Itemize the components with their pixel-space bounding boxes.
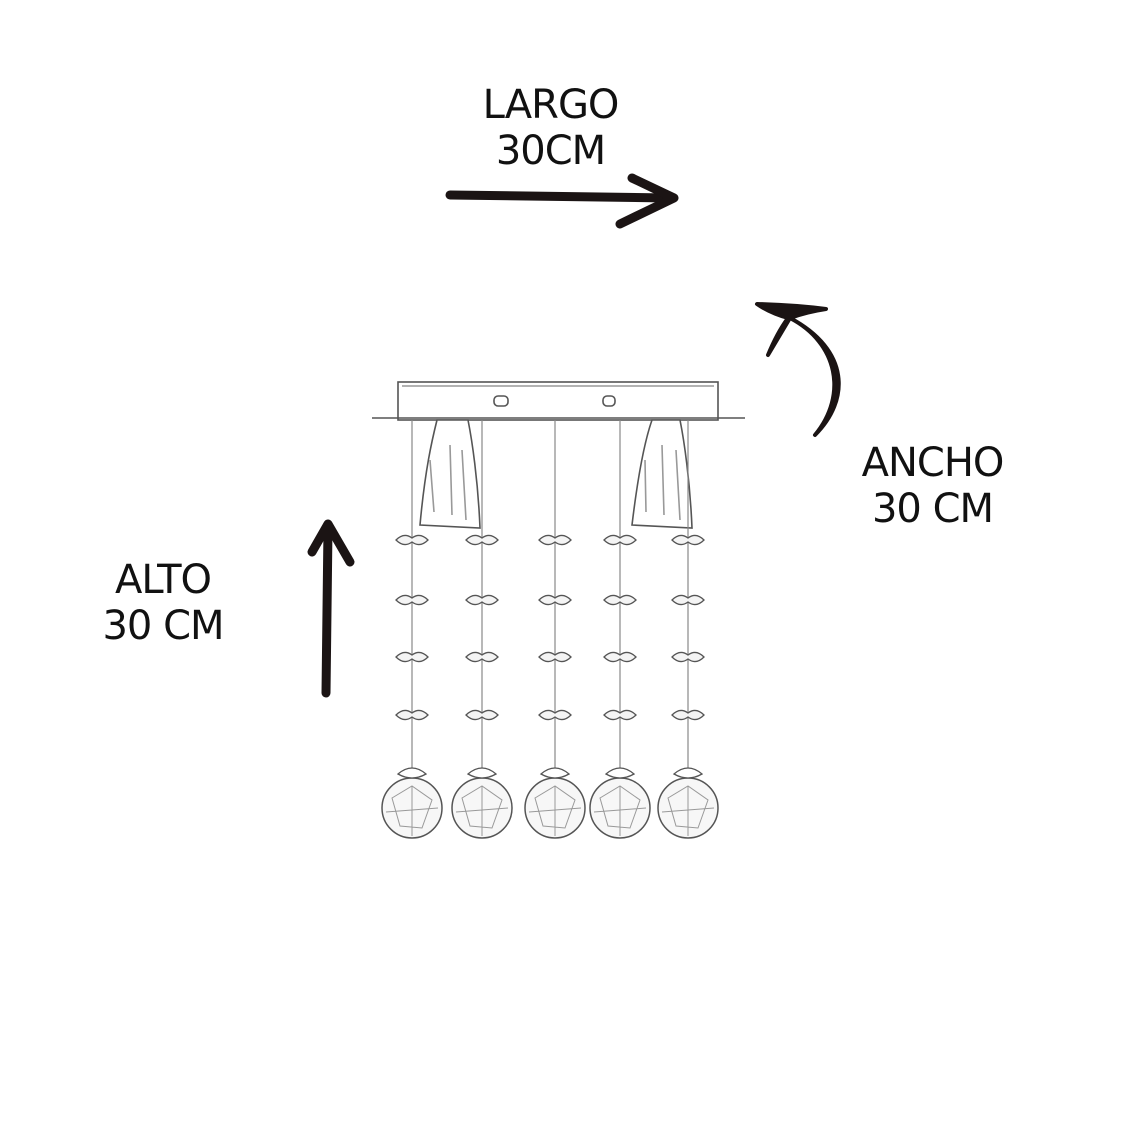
crystal-strands xyxy=(381,420,719,839)
spot-lamp-right-icon xyxy=(631,419,693,529)
spot-lamp-left-icon xyxy=(419,419,481,529)
largo-value: 30CM xyxy=(495,128,606,174)
crystal-bead-icon xyxy=(465,709,499,721)
crystal-bead-icon xyxy=(395,594,429,606)
crystal-facet-lines xyxy=(661,785,715,836)
crystal-facet-lines xyxy=(455,785,509,836)
crystal-cap-icon xyxy=(672,767,704,779)
crystal-bead-icon xyxy=(395,534,429,546)
ancho-label: ANCHO 30 CM xyxy=(840,440,1025,532)
crystal-strand xyxy=(524,420,586,839)
crystal-bead-icon xyxy=(538,594,572,606)
crystal-cap-icon xyxy=(396,767,428,779)
crystal-strand xyxy=(381,420,443,839)
largo-name: LARGO xyxy=(482,82,620,128)
crystal-bead-icon xyxy=(465,594,499,606)
crystal-bead-icon xyxy=(395,651,429,663)
crystal-bead-icon xyxy=(465,534,499,546)
crystal-strand xyxy=(657,420,719,839)
crystal-bead-icon xyxy=(603,709,637,721)
crystal-facet-lines xyxy=(593,785,647,836)
crystal-facet-lines xyxy=(385,785,439,836)
ancho-name: ANCHO xyxy=(861,440,1005,486)
alto-name: ALTO xyxy=(114,557,212,603)
alto-arrow-icon xyxy=(307,519,355,698)
largo-arrow-icon xyxy=(445,173,679,229)
crystal-cap-icon xyxy=(466,767,498,779)
crystal-bead-icon xyxy=(671,651,705,663)
crystal-facet-lines xyxy=(528,785,582,836)
crystal-bead-icon xyxy=(465,651,499,663)
crystal-bead-icon xyxy=(671,709,705,721)
alto-value: 30 CM xyxy=(102,603,224,649)
crystal-bead-icon xyxy=(603,651,637,663)
largo-label: LARGO 30CM xyxy=(448,82,653,174)
ceiling-plate xyxy=(372,381,745,421)
crystal-cap-icon xyxy=(604,767,636,779)
crystal-strand xyxy=(589,420,651,839)
crystal-bead-icon xyxy=(603,534,637,546)
crystal-bead-icon xyxy=(538,651,572,663)
crystal-bead-icon xyxy=(671,534,705,546)
crystal-bead-icon xyxy=(671,594,705,606)
crystal-bead-icon xyxy=(538,709,572,721)
crystal-strand xyxy=(451,420,513,839)
crystal-bead-icon xyxy=(603,594,637,606)
alto-label: ALTO 30 CM xyxy=(78,557,248,649)
crystal-bead-icon xyxy=(538,534,572,546)
crystal-cap-icon xyxy=(539,767,571,779)
ancho-value: 30 CM xyxy=(871,486,994,532)
crystal-bead-icon xyxy=(395,709,429,721)
ancho-arrow-icon xyxy=(755,302,841,437)
